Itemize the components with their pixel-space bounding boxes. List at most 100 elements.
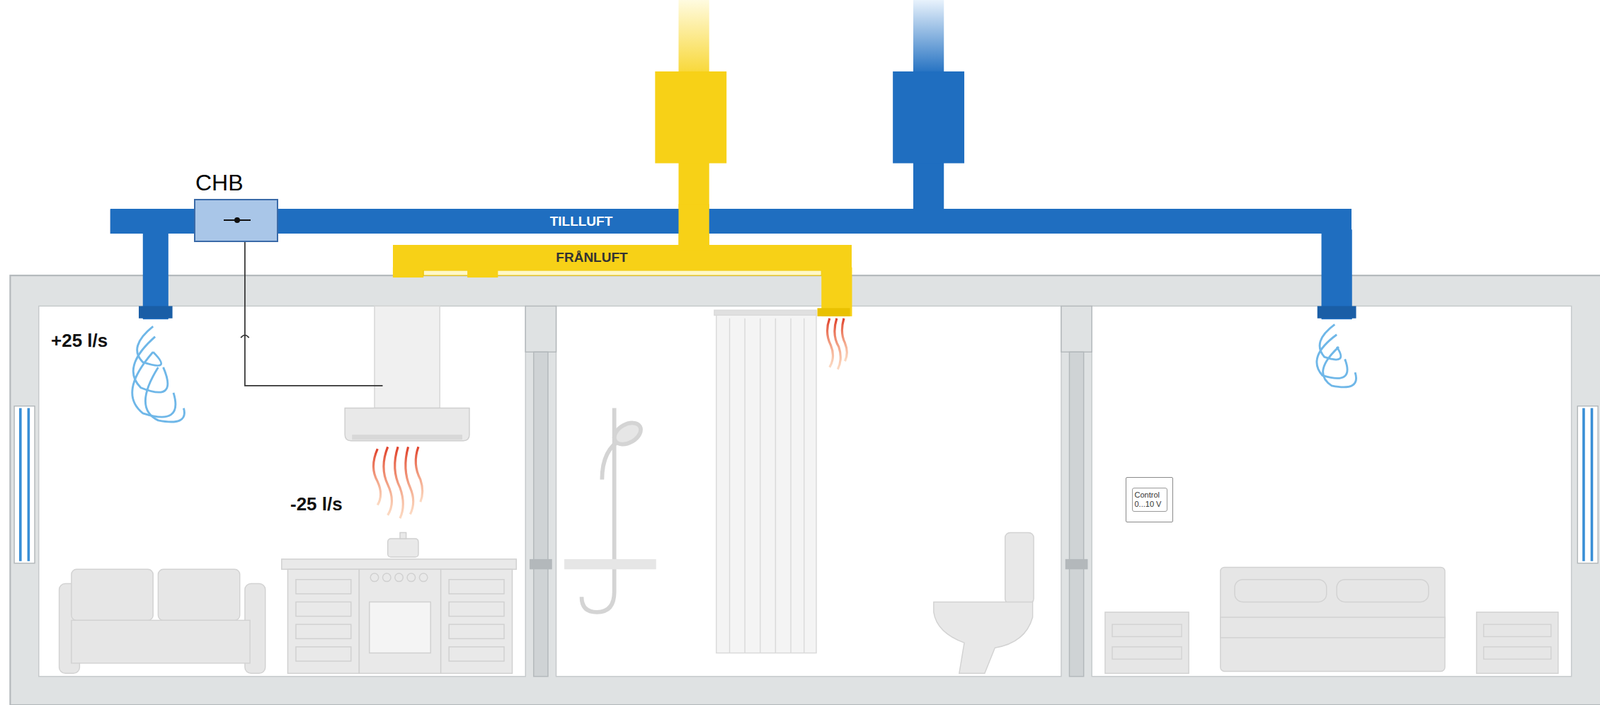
building xyxy=(525,305,556,352)
supply-duct xyxy=(110,0,1357,320)
window xyxy=(1577,406,1598,564)
exhaust-duct xyxy=(654,71,727,164)
building xyxy=(529,559,553,570)
bed xyxy=(1220,617,1445,638)
shower-curtain xyxy=(729,318,805,654)
window xyxy=(27,408,31,562)
exhaust-duct xyxy=(817,307,851,317)
kitchen xyxy=(448,601,505,616)
control-wire xyxy=(240,242,383,386)
kitchen xyxy=(407,573,416,582)
window xyxy=(14,406,35,564)
sofa xyxy=(59,569,266,674)
cooker-hood xyxy=(351,434,463,440)
exhaust-duct xyxy=(392,0,853,317)
control-label: Control 0...10 V xyxy=(1134,490,1165,509)
supply-duct xyxy=(1321,229,1353,320)
bed xyxy=(1234,579,1327,603)
sofa xyxy=(71,620,250,664)
sofa xyxy=(71,569,153,621)
supply-duct xyxy=(892,71,965,164)
building xyxy=(38,305,527,677)
exhaust-air-waves xyxy=(834,318,841,370)
airflow-label: +25 l/s xyxy=(50,329,108,352)
supply-duct: TILLLUFT xyxy=(110,208,1352,234)
shower xyxy=(564,559,657,570)
bed xyxy=(1112,624,1182,637)
duct-label: TILLLUFT xyxy=(550,213,614,230)
shower xyxy=(610,418,645,449)
bed xyxy=(1105,567,1559,674)
toilet xyxy=(933,601,1033,674)
exhaust-air-waves xyxy=(373,448,381,505)
bed xyxy=(1105,612,1189,674)
shower xyxy=(581,408,615,613)
window xyxy=(1582,408,1586,562)
control-panel: Control 0...10 V xyxy=(1132,487,1168,512)
kitchen xyxy=(281,532,517,674)
shower-curtain xyxy=(714,310,817,653)
kitchen xyxy=(370,573,379,582)
building xyxy=(556,305,1062,677)
kitchen xyxy=(295,647,352,662)
kitchen xyxy=(448,579,505,594)
supply-duct xyxy=(1317,305,1357,318)
kitchen xyxy=(395,573,404,582)
building xyxy=(9,275,1600,705)
damper-symbol xyxy=(195,200,277,241)
control-wire xyxy=(240,334,250,338)
bed xyxy=(1220,567,1445,672)
bed xyxy=(1336,579,1429,603)
bed xyxy=(1483,624,1552,637)
sofa xyxy=(157,569,240,621)
supply-air-swirl xyxy=(145,367,185,422)
supply-air-swirl xyxy=(137,326,162,366)
damper-box: CHB xyxy=(193,198,279,243)
exhaust-air-waves xyxy=(405,446,414,514)
window xyxy=(19,408,22,562)
kitchen xyxy=(358,569,441,674)
cooker-hood xyxy=(374,305,440,408)
kitchen xyxy=(387,538,419,558)
kitchen xyxy=(419,573,428,582)
supply-duct xyxy=(143,229,169,320)
control-wire xyxy=(244,242,384,386)
building xyxy=(533,351,548,677)
toilet xyxy=(933,532,1034,674)
supply-duct xyxy=(138,305,173,318)
exhaust-air-waves xyxy=(395,446,404,519)
exhaust-air-waves xyxy=(827,318,834,368)
damper-label: CHB xyxy=(195,169,244,197)
airflow-label: -25 l/s xyxy=(290,493,343,516)
exhaust-air-waves xyxy=(841,318,847,362)
bed xyxy=(1476,612,1559,674)
kitchen xyxy=(448,624,505,639)
bed xyxy=(1483,647,1552,660)
building xyxy=(1091,305,1571,677)
exhaust-air-waves xyxy=(415,446,422,502)
shower-curtain xyxy=(716,315,817,653)
building xyxy=(1069,351,1084,677)
supply-air-swirl xyxy=(1323,346,1357,388)
exhaust-duct: FRÅNLUFT xyxy=(392,244,852,271)
kitchen xyxy=(382,573,391,582)
shower-curtain xyxy=(714,310,817,316)
kitchen xyxy=(281,559,517,570)
kitchen xyxy=(400,532,407,539)
shower xyxy=(564,408,657,613)
kitchen xyxy=(295,601,352,616)
building xyxy=(1061,305,1092,352)
control-box: Control 0...10 V xyxy=(1125,477,1174,523)
kitchen xyxy=(287,569,359,674)
cooker-hood xyxy=(344,305,470,441)
duct-label: FRÅNLUFT xyxy=(555,249,628,266)
toilet xyxy=(1005,532,1034,604)
supply-air-swirl xyxy=(132,351,176,417)
supply-air-swirl xyxy=(1316,334,1348,379)
building xyxy=(9,275,1600,705)
window xyxy=(1590,408,1594,562)
kitchen xyxy=(295,624,352,639)
kitchen xyxy=(369,601,431,653)
